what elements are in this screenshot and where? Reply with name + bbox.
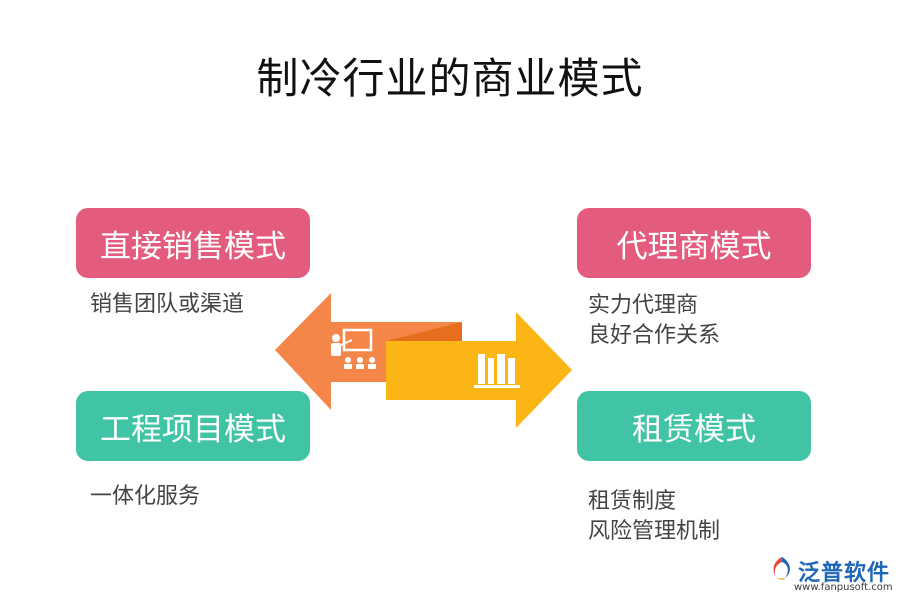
desc-line: 租赁制度: [588, 489, 677, 514]
desc-line: 实力代理商: [588, 293, 699, 318]
desc-line: 销售团队或渠道: [90, 292, 245, 317]
agent-mode-label: 代理商模式: [616, 228, 772, 265]
fanpu-logo-name: 泛普软件: [798, 561, 891, 586]
leasing-mode-desc: 租赁制度 风险管理机制: [588, 487, 720, 547]
fanpu-logo-url: www.fanpusoft.com: [794, 582, 893, 593]
bookshelf-icon: [474, 354, 520, 388]
direct-sales-desc: 销售团队或渠道: [90, 290, 244, 320]
engineering-project-mode-box: 工程项目模式: [76, 391, 310, 461]
engineering-project-mode-label: 工程项目模式: [100, 411, 286, 448]
fanpu-logo-icon: [773, 557, 790, 580]
desc-line: 一体化服务: [90, 484, 201, 509]
teacher-board-icon: [331, 328, 376, 369]
agent-mode-box: 代理商模式: [577, 208, 811, 278]
direct-sales-mode-label: 直接销售模式: [100, 228, 286, 265]
direct-sales-mode-box: 直接销售模式: [76, 208, 310, 278]
desc-line: 良好合作关系: [588, 323, 721, 348]
left-arrow-shade: [386, 322, 462, 341]
fanpu-logo: 泛普软件 www.fanpusoft.com: [768, 553, 898, 597]
page-title: 制冷行业的商业模式: [256, 54, 644, 103]
leasing-mode-box: 租赁模式: [577, 391, 811, 461]
agent-mode-desc: 实力代理商 良好合作关系: [588, 291, 720, 351]
desc-line: 风险管理机制: [588, 519, 721, 544]
leasing-mode-label: 租赁模式: [632, 411, 756, 448]
engineering-project-desc: 一体化服务: [90, 482, 200, 512]
